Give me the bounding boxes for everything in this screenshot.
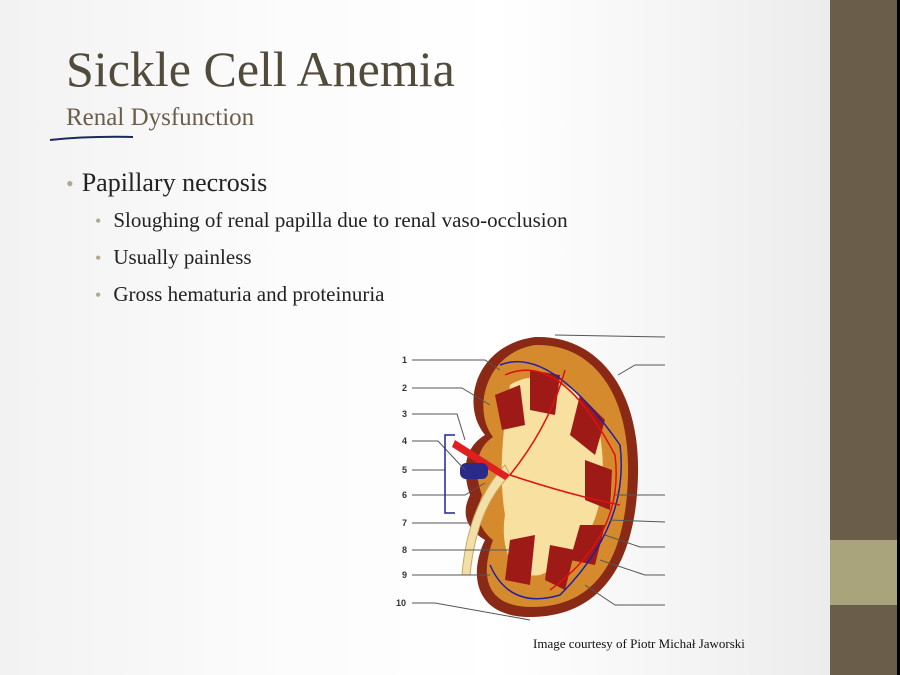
bullet-dot: • [95, 248, 102, 268]
sidebar-accent [830, 540, 897, 605]
label-5: 5 [402, 465, 407, 475]
bullet-papillary-necrosis: • Papillary necrosis [66, 168, 267, 198]
label-7: 7 [402, 518, 407, 528]
ink-underline [49, 135, 134, 141]
slide-subtitle: Renal Dysfunction [66, 104, 255, 131]
image-credit: Image courtesy of Piotr Michał Jaworski [533, 636, 745, 651]
sub-bullet: • Sloughing of renal papilla due to renal… [95, 208, 568, 233]
label-2: 2 [402, 383, 407, 393]
label-9: 9 [402, 570, 407, 580]
bullet-dot: • [95, 285, 102, 305]
bullet-text: Usually painless [113, 245, 252, 269]
slide: Sickle Cell Anemia Renal Dysfunction • Pa… [0, 0, 830, 675]
label-8: 8 [402, 545, 407, 555]
sub-bullet: • Gross hematuria and proteinuria [95, 282, 384, 307]
bullet-text: Papillary necrosis [81, 168, 268, 197]
bullet-text: Gross hematuria and proteinuria [113, 282, 385, 306]
label-1: 1 [402, 355, 407, 365]
label-10: 10 [396, 598, 406, 608]
sub-bullet: • Usually painless [95, 245, 252, 270]
label-4: 4 [402, 436, 407, 446]
bullet-dot: • [66, 171, 74, 196]
label-3: 3 [402, 409, 407, 419]
bullet-text: Sloughing of renal papilla due to renal … [113, 208, 568, 232]
label-6: 6 [402, 490, 407, 500]
slide-title: Sickle Cell Anemia [66, 41, 455, 97]
kidney-diagram: 1 2 3 4 5 6 7 8 9 10 [396, 334, 666, 621]
bullet-dot: • [95, 211, 102, 231]
